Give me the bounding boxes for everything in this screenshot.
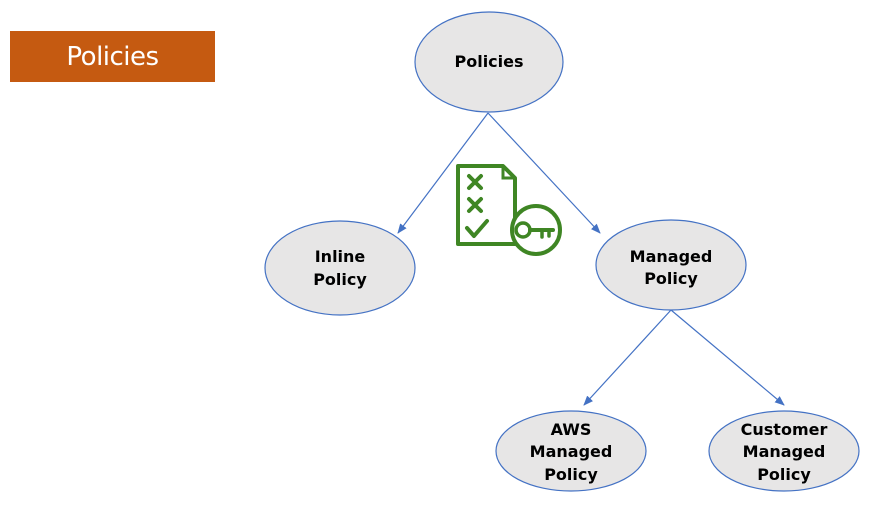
edge-managed-to-customer: [670, 309, 785, 406]
node-inline-policy-label-line-2: Policy: [313, 270, 367, 289]
node-managed-policy-label-line-2: Policy: [644, 269, 698, 288]
node-customer-managed-policy-label-line-1: Customer: [741, 420, 828, 439]
node-managed-policy: Managed Policy: [595, 219, 747, 311]
title-banner-label: Policies: [66, 41, 159, 72]
node-policies: Policies: [414, 11, 564, 113]
edge-root-to-managed: [487, 112, 601, 234]
edges: [397, 112, 785, 406]
policy-document-key-icon: [456, 164, 562, 256]
node-aws-managed-policy-label-line-3: Policy: [544, 465, 598, 484]
node-inline-policy: Inline Policy: [264, 220, 416, 316]
title-banner: Policies: [10, 31, 215, 82]
node-inline-policy-label-line-1: Inline: [315, 247, 366, 266]
edge-managed-to-aws: [583, 309, 672, 406]
node-customer-managed-policy: Customer Managed Policy: [708, 410, 860, 492]
node-aws-managed-policy: AWS Managed Policy: [495, 410, 647, 492]
node-managed-policy-label-line-1: Managed: [630, 247, 713, 266]
node-aws-managed-policy-label-line-1: AWS: [551, 420, 592, 439]
node-aws-managed-policy-label-line-2: Managed: [530, 442, 613, 461]
node-policies-label: Policies: [454, 52, 523, 71]
node-customer-managed-policy-label-line-3: Policy: [757, 465, 811, 484]
node-customer-managed-policy-label-line-2: Managed: [743, 442, 826, 461]
edge-root-to-inline: [397, 112, 489, 234]
